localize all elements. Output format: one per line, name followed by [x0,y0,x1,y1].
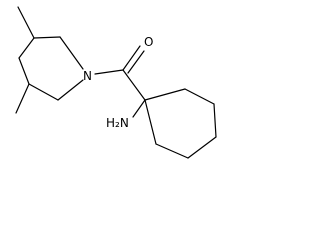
methyl-bond-upper [17,6,35,39]
carbonyl-double-bond-outer [122,45,141,71]
oxygen-label: O [144,35,153,49]
amine-bond [132,99,146,118]
piperidine-bond-n-c2 [59,36,84,70]
cyclohexane-bond-6 [144,99,157,145]
amine-label: H₂N [106,116,129,130]
piperidine-bond-c5-c6 [28,83,59,101]
n-carbonyl-bond [94,69,124,75]
piperidine-bond-c2-c3 [33,36,61,39]
cyclohexane-bond-5 [155,143,189,159]
cyclohexane-bond-3 [213,103,217,138]
structure-diagram: O N H₂N [15,6,217,159]
piperidine-bond-c4-c5 [18,57,30,85]
methyl-bond-lower [15,83,30,114]
carbonyl-double-bond-inner [127,50,145,74]
cyclohexane-bond-4 [187,136,217,159]
piperidine-bond-c6-n [57,79,84,101]
cyclohexane-bond-2 [184,88,215,105]
piperidine-bond-c3-c4 [18,37,35,59]
cyclohexane-bond-1 [144,88,186,101]
carbonyl-quaternary-bond [122,69,146,101]
nitrogen-label: N [83,69,92,83]
